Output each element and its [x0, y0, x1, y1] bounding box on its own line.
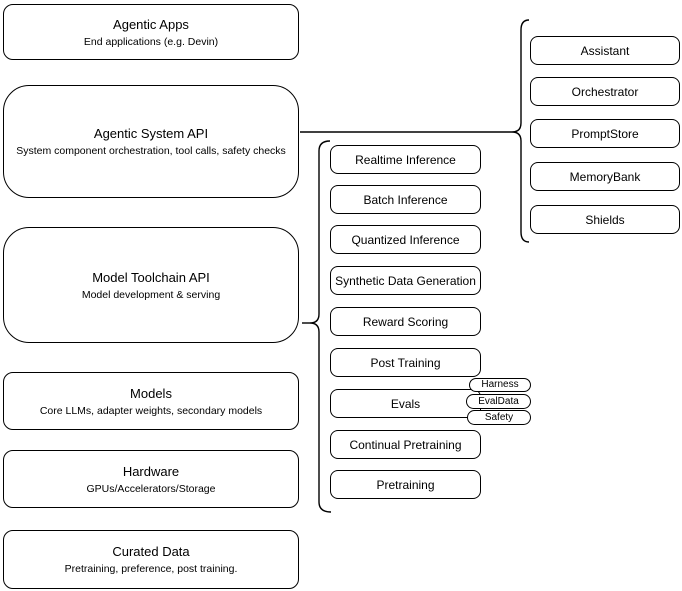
node-realtime-inference: Realtime Inference — [330, 145, 481, 174]
node-promptstore: PromptStore — [530, 119, 680, 148]
node-label: Reward Scoring — [362, 314, 449, 329]
node-label: Realtime Inference — [355, 152, 456, 167]
node-label: Shields — [585, 212, 625, 227]
node-memorybank: MemoryBank — [530, 162, 680, 191]
node-label: Continual Pretraining — [349, 437, 462, 452]
system-components-bracket — [511, 19, 530, 243]
node-label: Assistant — [580, 43, 630, 58]
pill-label: Safety — [484, 411, 514, 423]
node-label: Orchestrator — [571, 84, 639, 99]
node-label: Post Training — [370, 355, 441, 370]
node-label: Quantized Inference — [351, 232, 460, 247]
pill-safety: Safety — [467, 410, 531, 425]
node-models: Models Core LLMs, adapter weights, secon… — [3, 372, 299, 430]
node-curated-data: Curated Data Pretraining, preference, po… — [3, 530, 299, 589]
node-assistant: Assistant — [530, 36, 680, 65]
pill-label: EvalData — [478, 395, 519, 407]
node-post-training: Post Training — [330, 348, 481, 377]
node-shields: Shields — [530, 205, 680, 234]
node-subtitle: Core LLMs, adapter weights, secondary mo… — [39, 404, 263, 417]
node-agentic-system-api: Agentic System API System component orch… — [3, 85, 299, 198]
node-subtitle: Model development & serving — [81, 288, 221, 301]
node-label: Pretraining — [376, 477, 435, 492]
node-title: Hardware — [122, 463, 180, 479]
node-subtitle: System component orchestration, tool cal… — [16, 145, 286, 157]
node-agentic-apps: Agentic Apps End applications (e.g. Devi… — [3, 4, 299, 60]
pill-harness: Harness — [469, 378, 531, 392]
node-subtitle: Pretraining, preference, post training. — [64, 563, 238, 575]
node-synthetic-data-generation: Synthetic Data Generation — [330, 266, 481, 295]
pill-evaldata: EvalData — [466, 394, 531, 409]
pill-label: Harness — [481, 379, 519, 390]
node-title: Agentic System API — [93, 126, 209, 141]
node-subtitle: GPUs/Accelerators/Storage — [86, 482, 216, 495]
node-title: Agentic Apps — [113, 16, 189, 32]
node-label: Batch Inference — [363, 192, 448, 207]
node-title: Model Toolchain API — [92, 269, 210, 285]
node-model-toolchain-api: Model Toolchain API Model development & … — [3, 227, 299, 343]
node-reward-scoring: Reward Scoring — [330, 307, 481, 336]
node-hardware: Hardware GPUs/Accelerators/Storage — [3, 450, 299, 508]
node-batch-inference: Batch Inference — [330, 185, 481, 214]
node-subtitle: End applications (e.g. Devin) — [83, 35, 219, 48]
node-continual-pretraining: Continual Pretraining — [330, 430, 481, 459]
node-label: MemoryBank — [569, 169, 641, 184]
node-label: PromptStore — [571, 126, 639, 141]
node-label: Synthetic Data Generation — [335, 273, 476, 288]
node-quantized-inference: Quantized Inference — [330, 225, 481, 254]
node-title: Models — [130, 385, 172, 401]
node-orchestrator: Orchestrator — [530, 77, 680, 106]
node-label: Evals — [390, 396, 421, 411]
node-pretraining: Pretraining — [330, 470, 481, 499]
node-title: Curated Data — [112, 544, 190, 559]
node-evals: Evals — [330, 389, 481, 418]
toolchain-components-bracket — [309, 140, 332, 513]
